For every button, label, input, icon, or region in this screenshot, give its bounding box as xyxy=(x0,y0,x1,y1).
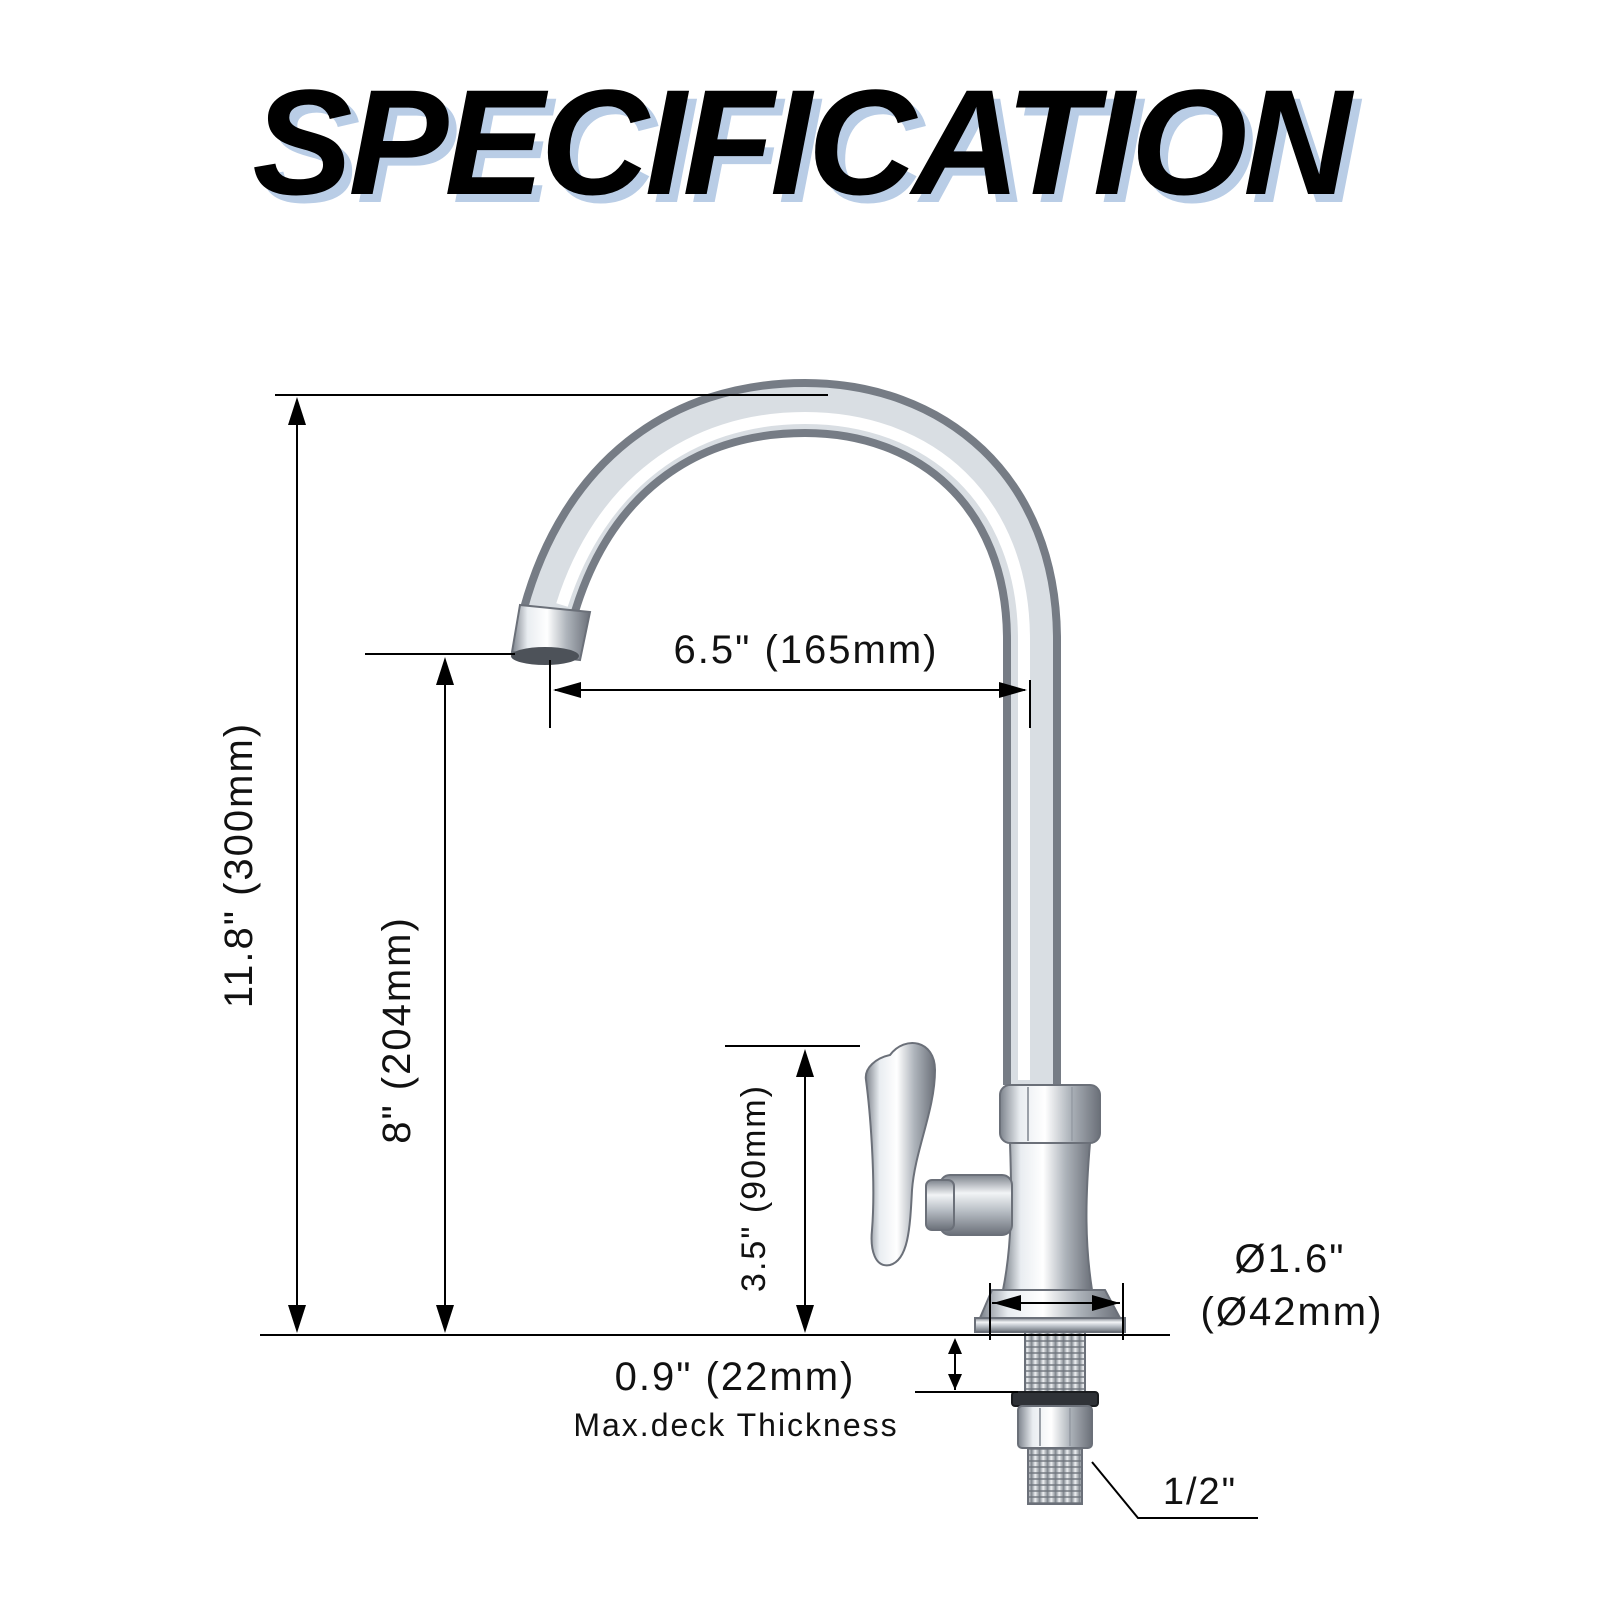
lever-handle xyxy=(864,1042,937,1267)
diameter-mm-label: (Ø42mm) xyxy=(1201,1290,1384,1334)
arrow-diameter-left xyxy=(993,1295,1021,1311)
valve-body xyxy=(1001,1142,1094,1291)
reach-label: 6.5" (165mm) xyxy=(674,628,939,672)
spout-highlight xyxy=(527,386,1053,1085)
arrow-handle-bottom xyxy=(796,1305,814,1333)
washer xyxy=(1011,1391,1099,1407)
threaded-shank-upper xyxy=(1024,1331,1086,1393)
deck-thickness-label: 0.9" (22mm) xyxy=(615,1355,856,1399)
arrow-deck-top xyxy=(948,1338,962,1354)
hex-collar xyxy=(999,1084,1101,1144)
faucet-illustration xyxy=(510,378,1126,1505)
arrow-total-top xyxy=(288,397,306,425)
thread-size-label: 1/2" xyxy=(1163,1471,1237,1513)
arrowheads xyxy=(288,397,1120,1390)
arrow-deck-bottom xyxy=(948,1374,962,1390)
handle-height-label: 3.5" (90mm) xyxy=(735,1084,773,1292)
deck-thickness-note: Max.deck Thickness xyxy=(573,1407,898,1443)
diameter-inch-label: Ø1.6" xyxy=(1235,1237,1346,1281)
arrow-total-bottom xyxy=(288,1305,306,1333)
spout-height-label: 8" (204mm) xyxy=(375,916,419,1144)
thread-leader xyxy=(1091,1461,1258,1519)
title-shadow: SPECIFICATION xyxy=(260,66,1359,234)
arrow-spout-top xyxy=(436,657,454,685)
arrow-reach-right xyxy=(999,682,1027,698)
arrow-reach-left xyxy=(553,682,581,698)
handle-stem xyxy=(925,1174,1013,1236)
lock-nut xyxy=(1017,1405,1093,1449)
threaded-shank-lower xyxy=(1027,1447,1083,1505)
spout-shine xyxy=(556,411,1030,1080)
arrow-diameter-right xyxy=(1092,1295,1120,1311)
total-height-label: 11.8" (300mm) xyxy=(217,722,261,1008)
arrow-spout-bottom xyxy=(436,1305,454,1333)
aerator-tip xyxy=(510,603,592,665)
arrow-handle-top xyxy=(796,1049,814,1077)
page-title: SPECIFICATION xyxy=(252,58,1351,226)
base-plate xyxy=(974,1317,1126,1333)
